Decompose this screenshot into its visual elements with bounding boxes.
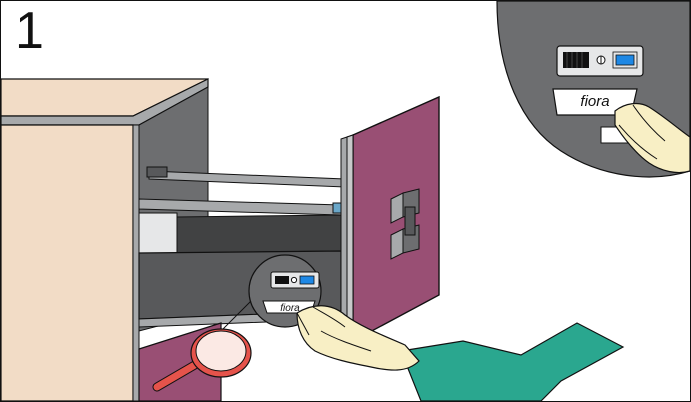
brand-label-text-zoom: fiora: [557, 93, 633, 110]
cabinet-front-edge: [133, 125, 139, 401]
runner-clip-left: [147, 167, 167, 177]
lock-icon-zoom: [557, 46, 643, 76]
drawer-front: [347, 97, 439, 343]
lock-icon: [271, 272, 319, 288]
drawer-front-side-edge: [347, 135, 353, 343]
drawer-inner-wall: [177, 215, 341, 253]
detail-zoom-inset: [497, 1, 690, 177]
step-number: 1: [15, 1, 44, 61]
sleeve: [401, 323, 623, 401]
cabinet-side-panel: [1, 125, 133, 401]
brand-label-text: fiora: [265, 303, 315, 314]
hand-icon: [297, 306, 623, 401]
drawer-back-panel: [139, 213, 177, 253]
